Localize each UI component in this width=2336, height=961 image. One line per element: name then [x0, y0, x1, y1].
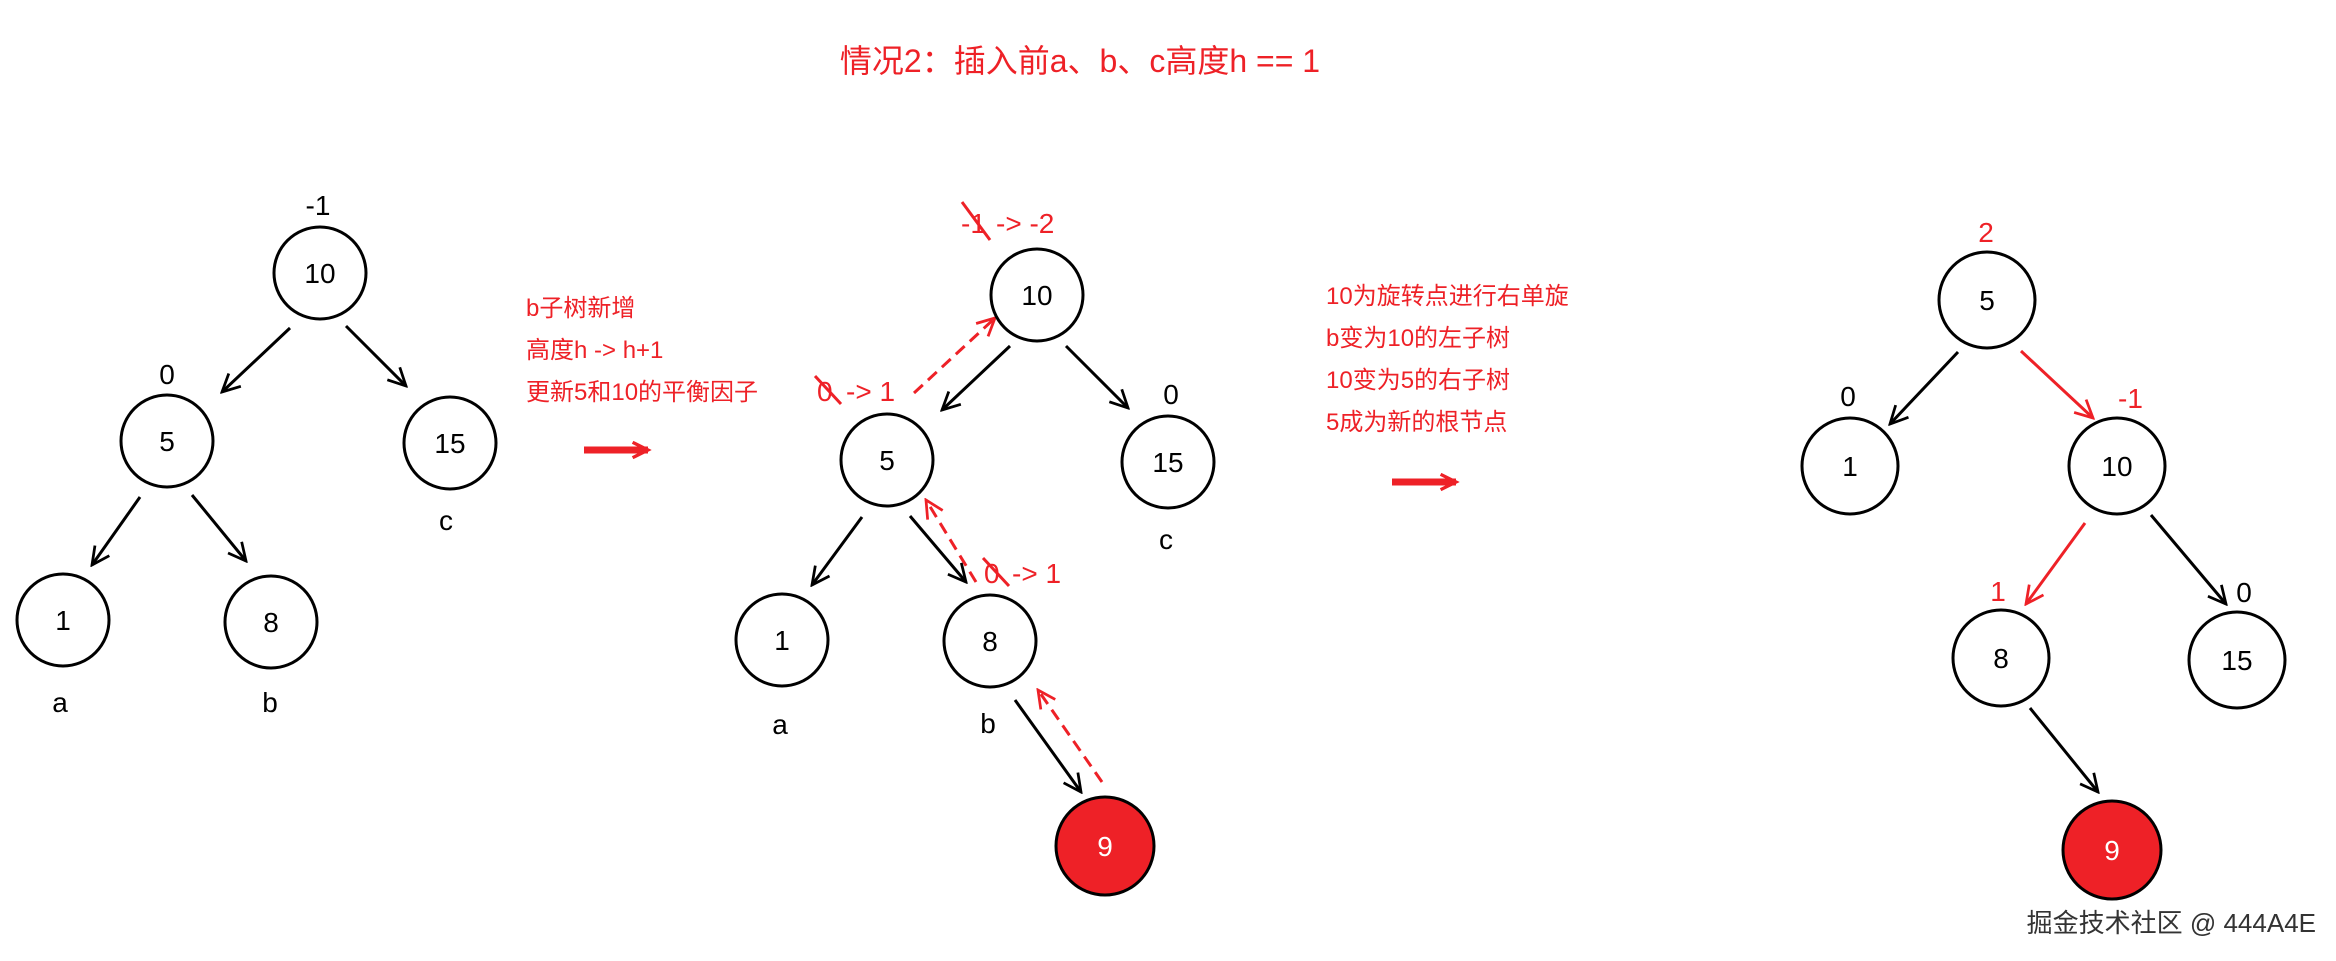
node-10	[272, 225, 368, 321]
tree-after: 5 2 1 0 10 -1 8 1 15 0 9	[1800, 217, 2287, 901]
edge-5-to-8	[908, 515, 966, 582]
subtree-label-a: a	[52, 687, 68, 718]
node-15-value: 15	[434, 428, 465, 459]
node-1-balance-factor: 0	[1840, 381, 1856, 412]
node-10-bf-old: -1	[961, 208, 986, 239]
node-1	[15, 572, 111, 668]
node-5-bf-new: -> 1	[846, 376, 895, 407]
node-10-bf-new: -> -2	[996, 208, 1054, 239]
note-1-line-1: b子树新增	[526, 295, 635, 322]
node-8-value: 8	[263, 607, 279, 638]
node-1-value: 1	[55, 605, 71, 636]
node-1-value: 1	[774, 625, 790, 656]
step-note-1: b子树新增 高度h -> h+1 更新5和10的平衡因子	[526, 295, 758, 450]
node-9-value: 9	[1097, 831, 1113, 862]
node-1	[734, 592, 830, 688]
node-15-balance-factor: 0	[1163, 379, 1179, 410]
node-8-bf-new: -> 1	[1012, 558, 1061, 589]
edge-10-to-15	[2149, 514, 2226, 604]
note-2-line-4: 5成为新的根节点	[1326, 409, 1507, 436]
watermark: 掘金技术社区 @ 444A4E	[2027, 908, 2316, 938]
update-path-5-to-10	[912, 318, 995, 395]
node-9	[2061, 799, 2163, 901]
subtree-label-b: b	[980, 708, 996, 739]
node-15-value: 15	[2221, 645, 2252, 676]
note-2-line-2: b变为10的左子树	[1326, 325, 1510, 352]
node-8-bf-old: 0	[984, 558, 1000, 589]
node-5	[839, 412, 935, 508]
node-15	[1120, 414, 1216, 510]
edge-8-to-9	[2028, 707, 2098, 792]
edge-10-to-15	[344, 324, 406, 386]
step-note-2: 10为旋转点进行右单旋 b变为10的左子树 10变为5的右子树 5成为新的根节点	[1326, 283, 1569, 482]
node-5-balance-factor: 2	[1978, 217, 1994, 248]
node-5-value: 5	[159, 426, 175, 457]
node-8-value: 8	[1993, 643, 2009, 674]
tree-before: 10 -1 5 0 15 c 1 a 8 b	[15, 190, 498, 718]
node-15-balance-factor: 0	[2236, 577, 2252, 608]
node-8-bf-old-strike	[981, 556, 1011, 588]
edge-10-to-5	[942, 344, 1012, 410]
subtree-label-c: c	[1159, 524, 1173, 555]
node-1-value: 1	[1842, 451, 1858, 482]
node-9-value: 9	[2104, 835, 2120, 866]
node-8-balance-factor: 1	[1990, 576, 2006, 607]
node-5-bf-old-strike	[813, 374, 843, 406]
diagram-title: 情况2：插入前a、b、c高度h == 1	[840, 43, 1320, 79]
node-10-bf-old-strike	[960, 201, 992, 241]
node-10	[989, 247, 1085, 343]
edge-5-to-1	[812, 516, 864, 585]
subtree-label-c: c	[439, 505, 453, 536]
edge-8-to-9	[1013, 699, 1081, 792]
node-10-value: 10	[1021, 280, 1052, 311]
note-1-line-2: 高度h -> h+1	[526, 337, 663, 364]
update-path-9-to-8	[1038, 690, 1104, 783]
node-1	[1800, 416, 1900, 516]
node-8	[1951, 608, 2051, 708]
edge-10-to-8	[2026, 522, 2087, 604]
node-8	[942, 593, 1038, 689]
node-8	[223, 574, 319, 670]
node-15-value: 15	[1152, 447, 1183, 478]
note-2-line-1: 10为旋转点进行右单旋	[1326, 283, 1569, 310]
node-5-value: 5	[1979, 285, 1995, 316]
node-10-value: 10	[304, 258, 335, 289]
node-10-value: 10	[2101, 451, 2132, 482]
node-10-balance-factor: -1	[306, 190, 331, 221]
subtree-label-a: a	[772, 709, 788, 740]
node-15	[402, 395, 498, 491]
node-5	[1937, 250, 2037, 350]
node-5-balance-factor: 0	[159, 359, 175, 390]
edge-10-to-5	[222, 326, 292, 392]
note-1-line-3: 更新5和10的平衡因子	[526, 379, 758, 406]
edge-5-to-1	[92, 496, 142, 565]
node-10-balance-factor: -1	[2118, 383, 2143, 414]
node-9-new	[1054, 795, 1156, 897]
node-5	[119, 393, 215, 489]
node-10	[2067, 416, 2167, 516]
node-8-value: 8	[982, 626, 998, 657]
edge-5-to-1	[1890, 350, 1960, 424]
tree-insert: 10 -1 -> -2 5 0 -> 1 15 0 c 1 a 8 0 -> 1…	[734, 201, 1216, 897]
update-path-8-to-5	[926, 500, 978, 583]
node-15	[2187, 610, 2287, 710]
note-2-line-3: 10变为5的右子树	[1326, 367, 1510, 394]
node-5-value: 5	[879, 445, 895, 476]
edge-10-to-15	[1064, 344, 1128, 408]
edge-5-to-10	[2019, 349, 2093, 418]
edge-5-to-8	[190, 494, 246, 561]
subtree-label-b: b	[262, 687, 278, 718]
